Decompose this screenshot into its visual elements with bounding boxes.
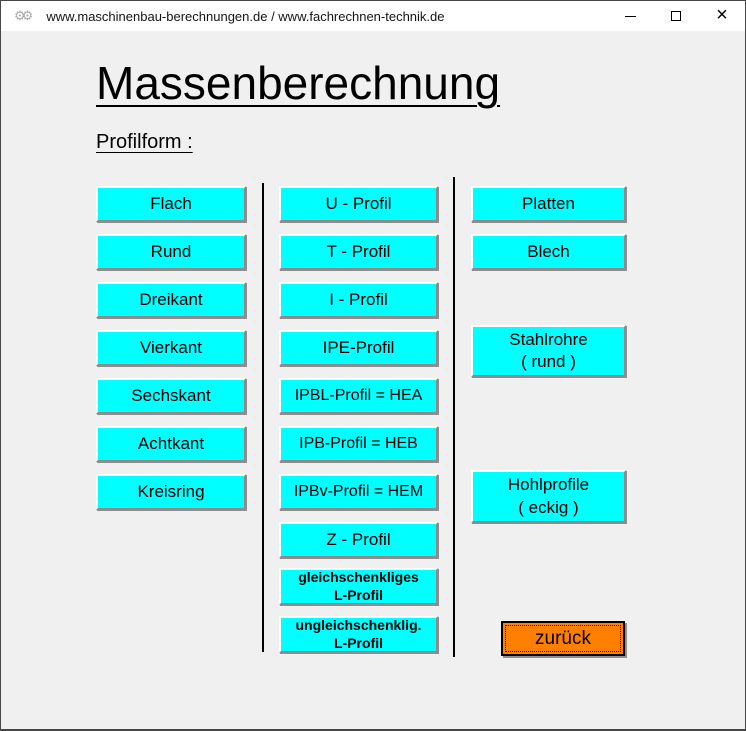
button-flach[interactable]: Flach bbox=[96, 186, 246, 222]
button-label-line1: Stahlrohre bbox=[509, 329, 588, 349]
button-label-line1: ungleichschenklig. bbox=[295, 617, 422, 633]
button-label-line2: ( rund ) bbox=[521, 352, 576, 371]
button-dreikant[interactable]: Dreikant bbox=[96, 282, 246, 318]
button-blech[interactable]: Blech bbox=[471, 234, 626, 270]
maximize-button[interactable] bbox=[653, 1, 699, 31]
button-ipbv-profil-hem[interactable]: IPBv-Profil = HEM bbox=[279, 474, 438, 510]
button-label-line2: ( eckig ) bbox=[518, 497, 579, 517]
button-z-profil[interactable]: Z - Profil bbox=[279, 522, 438, 558]
close-icon: × bbox=[716, 4, 728, 26]
button-label-line2: L-Profil bbox=[334, 586, 383, 603]
window-controls: × bbox=[607, 1, 745, 31]
titlebar: ⚙⚙ www.maschinenbau-berechnungen.de / ww… bbox=[1, 1, 745, 31]
button-achtkant[interactable]: Achtkant bbox=[96, 426, 246, 462]
gears-icon: ⚙⚙ bbox=[14, 8, 33, 23]
section-label-profilform: Profilform : bbox=[96, 131, 193, 153]
button-platten[interactable]: Platten bbox=[471, 186, 626, 222]
button-ungleichschenklig-l-profil[interactable]: ungleichschenklig. L-Profil bbox=[279, 616, 438, 653]
minimize-icon bbox=[624, 15, 636, 17]
button-hohlprofile-eckig[interactable]: Hohlprofile ( eckig ) bbox=[471, 470, 626, 523]
close-button[interactable]: × bbox=[699, 1, 745, 31]
button-vierkant[interactable]: Vierkant bbox=[96, 330, 246, 366]
button-t-profil[interactable]: T - Profil bbox=[279, 234, 438, 270]
divider-col2-col3 bbox=[453, 177, 455, 657]
button-rund[interactable]: Rund bbox=[96, 234, 246, 270]
button-ipb-profil-heb[interactable]: IPB-Profil = HEB bbox=[279, 426, 438, 462]
button-ipe-profil[interactable]: IPE-Profil bbox=[279, 330, 438, 366]
button-label-line2: L-Profil bbox=[334, 634, 383, 651]
window-title: www.maschinenbau-berechnungen.de / www.f… bbox=[46, 8, 445, 24]
minimize-button[interactable] bbox=[607, 1, 653, 31]
button-i-profil[interactable]: I - Profil bbox=[279, 282, 438, 318]
maximize-icon bbox=[671, 11, 681, 21]
button-label-line1: Hohlprofile bbox=[507, 475, 590, 495]
button-gleichschenkliges-l-profil[interactable]: gleichschenkliges L-Profil bbox=[279, 568, 438, 605]
button-ipbl-profil-hea[interactable]: IPBL-Profil = HEA bbox=[279, 378, 438, 414]
button-zurueck[interactable]: zurück bbox=[501, 621, 625, 656]
page-title: Massenberechnung bbox=[96, 57, 501, 109]
divider-col1-col2 bbox=[262, 183, 264, 652]
button-sechskant[interactable]: Sechskant bbox=[96, 378, 246, 414]
button-label-line1: gleichschenkliges bbox=[298, 569, 419, 585]
button-kreisring[interactable]: Kreisring bbox=[96, 474, 246, 510]
button-u-profil[interactable]: U - Profil bbox=[279, 186, 438, 222]
button-stahlrohre-rund[interactable]: Stahlrohre ( rund ) bbox=[471, 325, 626, 377]
